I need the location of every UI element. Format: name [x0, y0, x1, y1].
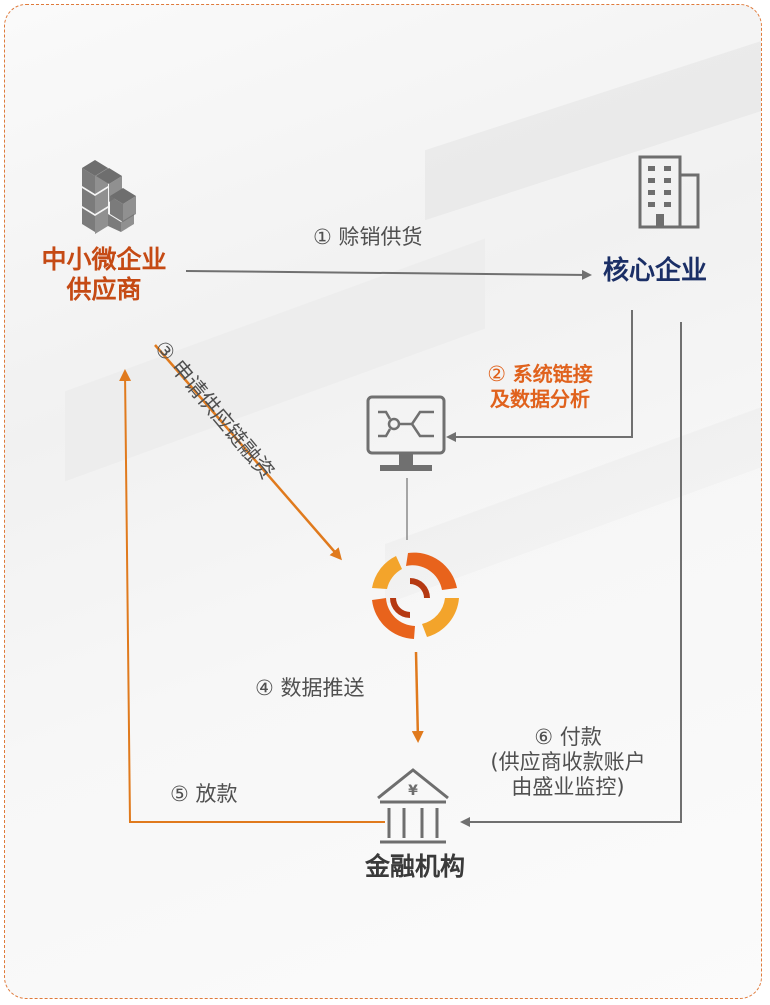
financial-institution-label: 金融机构: [364, 852, 465, 881]
dashed-frame: [4, 4, 762, 999]
core-enterprise-label: 核心企业: [603, 256, 708, 286]
step2-line2: 及数据分析: [490, 387, 590, 412]
step1-label: ① 赊销供货: [313, 225, 423, 249]
building-blocks-icon: [82, 160, 136, 234]
step2-label: ② 系统链接 及数据分析: [450, 362, 630, 411]
office-building-icon: [638, 155, 700, 229]
arrow-step6: [460, 322, 682, 827]
step2-line1: 系统链接: [512, 362, 593, 386]
arrow-step4: [411, 651, 424, 743]
arrow-step3: [154, 344, 342, 561]
step6-label: ⑥ 付款 (供应商收款账户 由盛业监控): [458, 725, 678, 801]
step5-label: ⑤ 放款: [170, 782, 238, 806]
arrow-step2: [446, 310, 633, 442]
supplier-label-line2: 供应商: [66, 275, 142, 304]
bank-icon: ¥: [377, 768, 449, 844]
rotating-logo-icon: [372, 552, 459, 639]
svg-text:¥: ¥: [408, 783, 418, 799]
arrow-step5: [119, 369, 385, 823]
step6-line1: ⑥ 付款: [534, 725, 602, 749]
supplier-label-line1: 中小微企业: [41, 245, 167, 274]
step2-number: ②: [487, 362, 513, 386]
monitor-network-icon: [366, 395, 446, 471]
arrow-step1: [185, 269, 592, 280]
step6-line3: 由盛业监控): [511, 775, 625, 800]
supplier-label: 中小微企业 供应商: [14, 245, 194, 305]
step6-line2: (供应商收款账户: [490, 750, 646, 775]
step4-label: ④ 数据推送: [255, 676, 365, 700]
